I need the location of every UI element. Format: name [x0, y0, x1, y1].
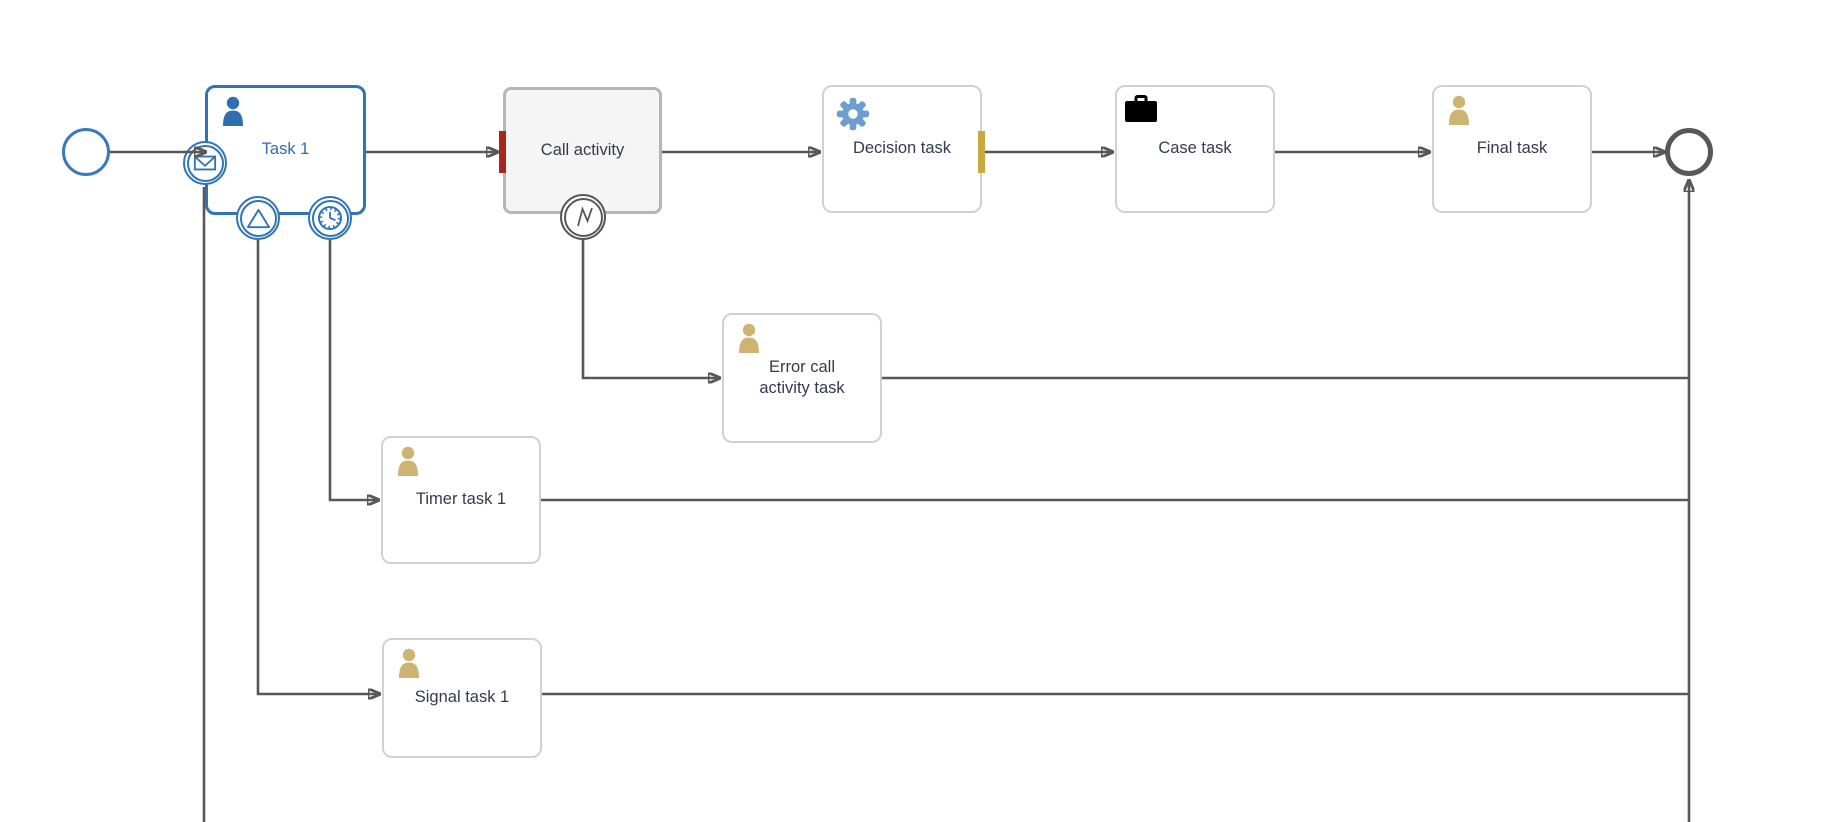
- user-icon: [221, 96, 245, 126]
- flow-error-event-to-error-task[interactable]: [581, 240, 721, 378]
- user-icon: [396, 446, 420, 476]
- user-icon: [1447, 95, 1471, 125]
- task-task1[interactable]: Task 1: [205, 85, 366, 215]
- start-event[interactable]: [62, 128, 110, 176]
- task-label: Error call activity task: [759, 357, 845, 397]
- flow-timer-event-to-timer-task[interactable]: [328, 240, 380, 500]
- task-label: Call activity: [540, 140, 625, 159]
- clock-icon: [318, 206, 342, 230]
- warning-marker-bar: [978, 131, 985, 173]
- end-event[interactable]: [1665, 128, 1713, 176]
- lightning-icon: [577, 206, 593, 227]
- task-label: Decision task: [852, 139, 952, 158]
- task-label: Final task: [1476, 139, 1548, 158]
- task-error-call-activity-task[interactable]: Error call activity task: [722, 313, 882, 443]
- briefcase-icon: [1125, 95, 1157, 122]
- user-icon: [397, 648, 421, 678]
- task-case-task[interactable]: Case task: [1115, 85, 1275, 213]
- task-final-task[interactable]: Final task: [1432, 85, 1592, 213]
- timer-boundary-event[interactable]: [308, 196, 352, 240]
- user-icon: [737, 323, 761, 353]
- error-boundary-event[interactable]: [560, 194, 606, 240]
- task-signal-task-1[interactable]: Signal task 1: [382, 638, 542, 758]
- task-label: Task 1: [261, 140, 310, 159]
- task-call-activity[interactable]: Call activity: [503, 87, 662, 214]
- flow-signal-event-to-signal-task[interactable]: [256, 240, 381, 694]
- envelope-icon: [193, 155, 217, 171]
- task-label: Signal task 1: [414, 688, 510, 707]
- triangle-icon: [246, 208, 270, 228]
- task-decision-task[interactable]: Decision task: [822, 85, 982, 213]
- message-boundary-event[interactable]: [183, 141, 227, 185]
- task-timer-task-1[interactable]: Timer task 1: [381, 436, 541, 564]
- error-marker-bar: [499, 131, 506, 173]
- gear-icon: [834, 95, 872, 133]
- task-label: Case task: [1158, 139, 1232, 158]
- task-label: Timer task 1: [415, 490, 507, 509]
- signal-boundary-event[interactable]: [236, 196, 280, 240]
